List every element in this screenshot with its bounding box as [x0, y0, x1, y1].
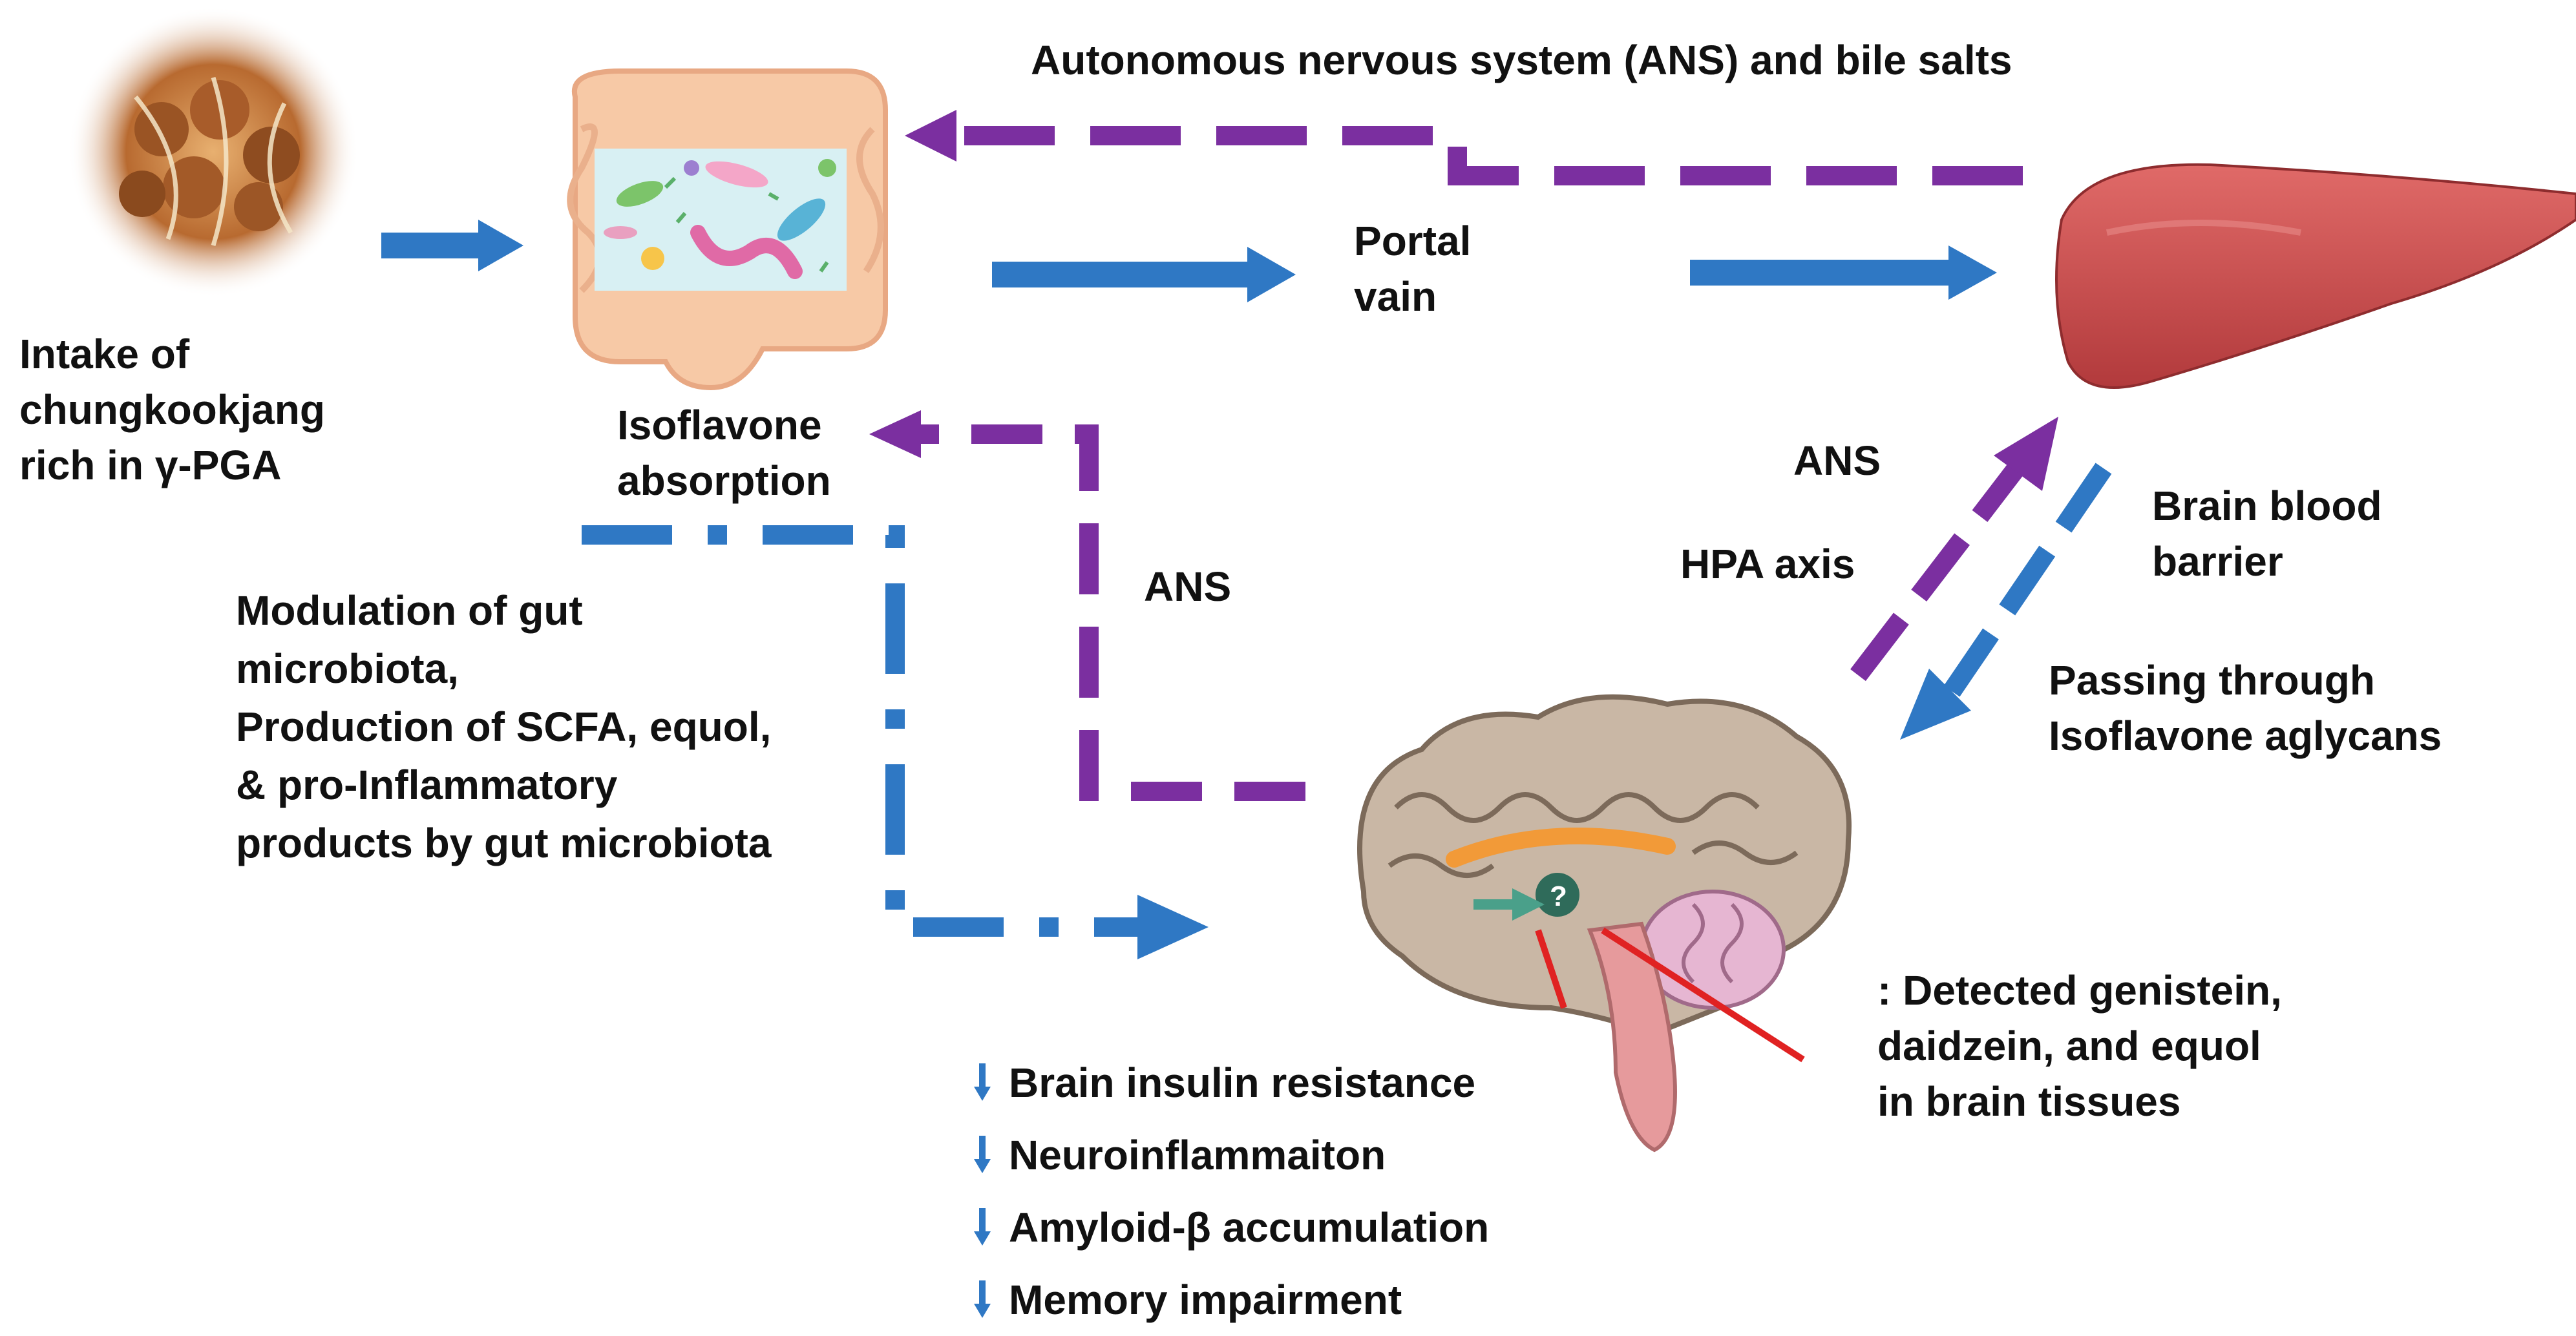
modulation-label: Modulation of gut microbiota, Production… — [236, 581, 771, 872]
modulation-line-4: & pro-Inflammatory — [236, 762, 618, 808]
modulation-line-2: microbiota, — [236, 645, 459, 692]
ans-right-label: ANS — [1793, 437, 1881, 484]
modulation-line-3: Production of SCFA, equol, — [236, 704, 772, 750]
intake-line-2: chungkookjang — [19, 386, 325, 433]
detected-label: : Detected genistein, daidzein, and equo… — [1877, 963, 2282, 1129]
down-arrow-icon — [974, 1280, 991, 1318]
detected-line-1: : Detected genistein, — [1877, 967, 2282, 1014]
portal-vein-line-2: vain — [1354, 273, 1437, 320]
arrow-food-to-intestine — [381, 220, 523, 271]
arrow-liver-to-brain — [1900, 463, 2112, 740]
ans-left-label: ANS — [1144, 563, 1232, 610]
outcome-item: Amyloid-β accumulation — [973, 1191, 1489, 1264]
down-arrow-icon — [974, 1063, 991, 1101]
passing-line-2: Isoflavone aglycans — [2049, 713, 2442, 759]
portal-vein-line-1: Portal — [1354, 218, 1472, 264]
bbb-line-2: barrier — [2152, 538, 2283, 585]
outcome-text: Brain insulin resistance — [1009, 1059, 1476, 1106]
intake-line-3: rich in γ-PGA — [19, 442, 282, 488]
isoflavone-line-2: absorption — [617, 457, 831, 504]
intestine-microbiota-icon — [567, 68, 888, 391]
ans-bile-label: Autonomous nervous system (ANS) and bile… — [1031, 37, 2012, 83]
arrow-gut-to-brain — [582, 525, 1209, 959]
bbb-line-1: Brain blood — [2152, 483, 2382, 529]
brain-icon: ? — [1357, 694, 1852, 1153]
down-arrow-icon — [974, 1208, 991, 1246]
intake-label: Intake of chungkookjang rich in γ-PGA — [19, 326, 325, 493]
arrow-brain-to-liver — [1850, 417, 2058, 682]
chungkookjang-food-icon — [68, 6, 359, 297]
svg-text:?: ? — [1550, 881, 1567, 912]
modulation-line-5: products by gut microbiota — [236, 820, 772, 866]
detected-line-2: daidzein, and equol — [1877, 1023, 2261, 1069]
isoflavone-line-1: Isoflavone — [617, 402, 822, 448]
outcome-text: Amyloid-β accumulation — [1009, 1204, 1490, 1251]
outcomes-list: Brain insulin resistance Neuroinflammait… — [973, 1047, 1489, 1336]
arrow-brain-to-intestine-ans — [869, 410, 1305, 801]
bbb-label: Brain blood barrier — [2152, 478, 2382, 589]
arrow-intestine-to-portal — [992, 247, 1296, 302]
intake-line-1: Intake of — [19, 331, 190, 377]
portal-vein-label: Portal vain — [1354, 213, 1471, 324]
arrow-liver-to-intestine — [905, 110, 2023, 185]
hpa-axis-label: HPA axis — [1680, 541, 1855, 587]
outcome-text: Neuroinflammaiton — [1009, 1132, 1386, 1178]
outcome-item: Memory impairment — [973, 1264, 1489, 1336]
modulation-line-1: Modulation of gut — [236, 587, 583, 634]
liver-icon — [2055, 163, 2576, 389]
outcome-item: Neuroinflammaiton — [973, 1119, 1489, 1191]
isoflavone-absorption-label: Isoflavone absorption — [617, 397, 831, 508]
passing-line-1: Passing through — [2049, 657, 2375, 704]
arrow-portal-to-liver — [1690, 245, 1997, 300]
outcome-text: Memory impairment — [1009, 1277, 1402, 1323]
outcome-item: Brain insulin resistance — [973, 1047, 1489, 1119]
down-arrow-icon — [974, 1136, 991, 1173]
passing-label: Passing through Isoflavone aglycans — [2049, 652, 2442, 764]
detected-line-3: in brain tissues — [1877, 1078, 2181, 1125]
